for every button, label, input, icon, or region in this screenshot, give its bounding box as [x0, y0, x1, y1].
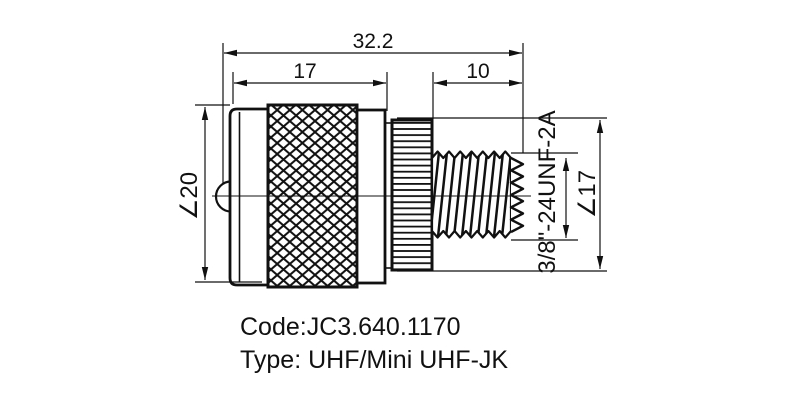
ribbed-nut: [390, 118, 434, 272]
thread-spec-label: 3/8"-24UNF-2A: [534, 110, 561, 273]
dim-body-length-text: 17: [293, 60, 316, 83]
thread-hatching: [432, 151, 511, 238]
body-cap: [228, 107, 270, 287]
type-text: Type: UHF/Mini UHF-JK: [240, 346, 508, 374]
dim-thread-length-text: 10: [466, 60, 489, 83]
body-diameter-label: ∠20: [176, 172, 203, 220]
connector-part: [212, 103, 531, 289]
dim-thread-length: 10: [432, 60, 522, 119]
dim-nut-diameter: ∠17: [397, 117, 607, 272]
thread-runout-zigzag: [509, 156, 525, 234]
code-text: Code:JC3.640.1170: [240, 313, 461, 341]
dim-overall-text: 32.2: [353, 30, 394, 53]
dim-thread-spec: 3/8"-24UNF-2A: [511, 110, 578, 274]
dim-body-length: 17: [232, 60, 388, 111]
dim-body-diameter: ∠20: [176, 104, 262, 283]
nut-diameter-label: ∠17: [574, 170, 601, 218]
threaded-stud: [430, 150, 525, 239]
notes-block: Code:JC3.640.1170 Type: UHF/Mini UHF-JK: [240, 313, 508, 374]
dim-overall-length: 32.2: [222, 30, 524, 183]
